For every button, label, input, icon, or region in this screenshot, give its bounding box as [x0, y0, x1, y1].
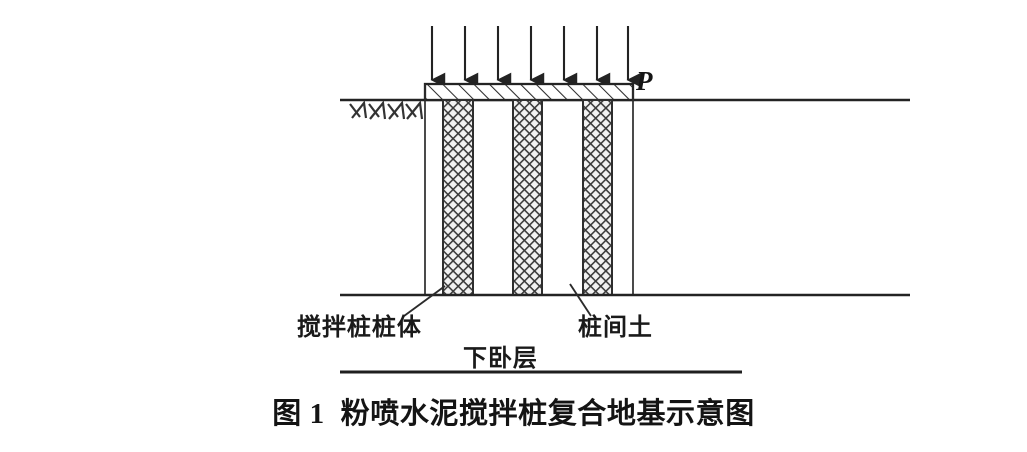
mixing-pile — [442, 99, 474, 296]
leader-line-soil-between-piles — [569, 283, 592, 317]
pile-group — [442, 99, 613, 296]
mixing-pile — [512, 99, 543, 296]
figure-caption-number: 图 1 — [272, 398, 325, 430]
figure-caption-title: 粉喷水泥搅拌桩复合地基示意图 — [340, 398, 755, 430]
footing-slab — [423, 82, 635, 102]
load-arrow-group — [430, 26, 642, 88]
mixing-pile — [582, 99, 613, 296]
figure-caption: 图 1 粉喷水泥搅拌桩复合地基示意图 — [0, 390, 1027, 432]
annotation-pile-body: 搅拌桩桩体 — [297, 315, 422, 341]
annotation-load-symbol: P — [636, 66, 653, 96]
leader-line-pile-body — [403, 285, 446, 317]
annotation-underlying-layer: 下卧层 — [463, 346, 538, 372]
annotation-soil-between-piles: 桩间土 — [578, 315, 653, 341]
ground-hatch-marks — [349, 100, 424, 120]
